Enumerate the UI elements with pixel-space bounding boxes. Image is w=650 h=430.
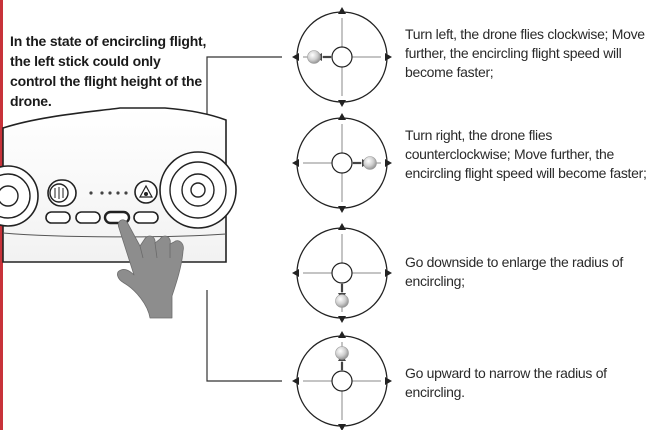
- pressing-hand-icon: [117, 219, 184, 319]
- arrowhead-left-icon: [292, 269, 299, 277]
- connector-top: [206, 56, 282, 65]
- stick-center-circle: [331, 262, 353, 284]
- left-stick: [0, 165, 39, 227]
- arrowhead-up-icon: [338, 331, 346, 338]
- stick-position-ball: [307, 50, 321, 64]
- arrowhead-down-icon: [338, 424, 346, 430]
- arrowhead-down-icon: [338, 206, 346, 213]
- stick-center-circle: [331, 370, 353, 392]
- stick-diagram-up: [292, 331, 392, 430]
- step-up-description: Go upward to narrow the radius of encirc…: [405, 365, 607, 400]
- drone-function-button: [134, 180, 158, 204]
- right-stick: [159, 151, 237, 229]
- arrowhead-left-icon: [292, 159, 299, 167]
- stick-direction-diagrams: [292, 7, 392, 430]
- arrowhead-up-icon: [338, 113, 346, 120]
- arrowhead-up-icon: [338, 223, 346, 230]
- power-switch: [47, 179, 77, 207]
- stick-center-circle: [331, 152, 353, 174]
- arrowhead-down-icon: [338, 100, 346, 107]
- remote-controller: [0, 107, 237, 319]
- function-buttons-row: [45, 210, 159, 225]
- encircling-intro-text: In the state of encircling flight, the l…: [10, 33, 207, 109]
- status-indicator-dots: [89, 191, 128, 195]
- stick-diagram-left: [292, 7, 392, 107]
- arrowhead-up-icon: [338, 7, 346, 14]
- controller-seam: [2, 232, 227, 238]
- stick-position-ball: [363, 156, 377, 170]
- step-down-description: Go downside to enlarge the radius of enc…: [405, 254, 624, 289]
- arrowhead-left-icon: [292, 377, 299, 385]
- arrowhead-down-icon: [338, 316, 346, 323]
- stick-position-ball: [335, 346, 349, 360]
- arrowhead-right-icon: [385, 269, 392, 277]
- arrowhead-right-icon: [385, 53, 392, 61]
- step-right-description: Turn right, the drone flies counterclock…: [405, 127, 647, 181]
- connector-bottom: [206, 290, 282, 382]
- arrowhead-right-icon: [385, 159, 392, 167]
- stick-center-circle: [331, 46, 353, 68]
- arrowhead-left-icon: [292, 53, 299, 61]
- stick-diagram-down: [292, 223, 392, 323]
- stick-position-ball: [335, 294, 349, 308]
- arrowhead-right-icon: [385, 377, 392, 385]
- step-left-description: Turn left, the drone flies clockwise; Mo…: [405, 26, 645, 80]
- stick-diagram-right: [292, 113, 392, 213]
